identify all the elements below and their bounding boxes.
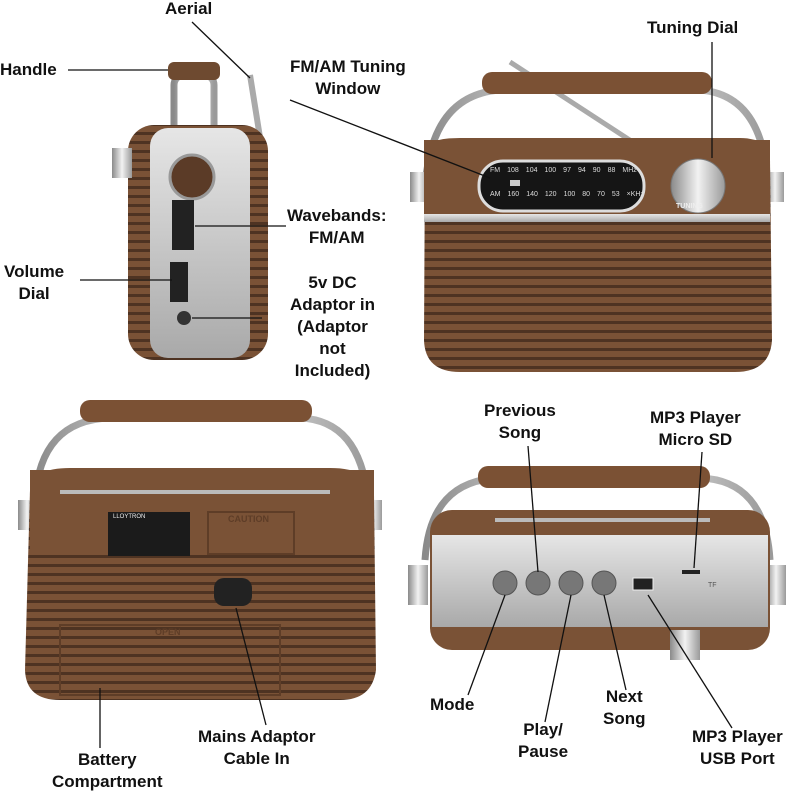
label-line: Included) — [294, 361, 371, 380]
next-button — [591, 570, 617, 596]
radio-front-view — [410, 59, 784, 372]
usb-port — [632, 577, 654, 591]
label-line: Play/ — [523, 720, 563, 739]
label-tuning-dial: Tuning Dial — [647, 18, 739, 37]
micro-sd-slot — [682, 570, 700, 574]
dc-jack — [177, 311, 191, 325]
label-line: Micro SD — [658, 430, 733, 449]
am-band-label: AM — [490, 191, 501, 198]
label-line: Mains Adaptor — [198, 727, 316, 746]
scale-mark: 80 — [582, 191, 591, 198]
label-line: FM/AM Tuning — [290, 57, 406, 76]
caution-text: CAUTION — [228, 514, 269, 524]
scale-mark: 90 — [592, 167, 601, 174]
label-line: Adaptor in — [290, 295, 375, 314]
scale-mark: 100 — [563, 191, 576, 198]
brand-text: LLOYTRON — [113, 514, 146, 520]
fm-unit: MHz — [622, 167, 637, 174]
label-play-pause: Play/Pause — [518, 719, 568, 763]
scale-mark: 160 — [507, 191, 520, 198]
caution-panel — [207, 511, 295, 555]
leader-lines — [68, 21, 733, 748]
fm-band-label: FM — [490, 167, 501, 174]
radio-top-view — [408, 466, 786, 660]
previous-button — [525, 570, 551, 596]
label-aerial: Aerial — [165, 0, 213, 18]
side-knob — [168, 153, 216, 201]
scale-mark: 104 — [525, 167, 538, 174]
play-pause-button — [558, 570, 584, 596]
waveband-switch — [172, 200, 194, 250]
am-unit: ×KHz — [626, 191, 644, 198]
fm-scale: FM 108 104 100 97 94 90 88 MHz — [490, 167, 637, 174]
scale-mark: 94 — [577, 167, 586, 174]
side-handle-grip — [168, 62, 220, 80]
label-line: Song — [498, 423, 542, 442]
label-line: Pause — [518, 742, 569, 761]
label-line: not — [319, 339, 346, 358]
label-line: MP3 Player — [650, 408, 741, 427]
scale-mark: 140 — [526, 191, 538, 198]
label-line: MP3 Player — [692, 727, 783, 746]
scale-mark: 97 — [563, 167, 571, 174]
battery-cover — [59, 624, 281, 696]
label-wavebands: Wavebands: FM/AM — [287, 205, 387, 249]
label-line: Song — [603, 709, 646, 728]
label-line: Previous — [484, 401, 556, 420]
label-line: Cable In — [223, 749, 290, 768]
tuning-pointer — [510, 180, 520, 186]
label-line: 5v DC — [308, 273, 357, 292]
label-handle: Handle — [0, 60, 57, 79]
label-line: Next — [605, 687, 643, 706]
label-line: FM/AM — [308, 228, 365, 247]
volume-dial-wheel — [170, 262, 188, 302]
tuning-window — [477, 159, 646, 213]
spec-label — [108, 512, 190, 556]
radio-back-view — [18, 400, 382, 700]
mains-socket — [214, 578, 252, 606]
label-line: (Adaptor — [297, 317, 368, 336]
label-line: Compartment — [52, 772, 163, 791]
label-line: Wavebands: — [287, 206, 387, 225]
tf-text: TF — [708, 582, 717, 589]
label-line: Volume — [4, 262, 65, 281]
label-mode: Mode — [430, 695, 475, 714]
scale-mark: 70 — [597, 191, 605, 198]
mode-button — [492, 570, 518, 596]
scale-mark: 100 — [544, 167, 557, 174]
tuning-dial-knob — [670, 158, 726, 214]
scale-mark: 120 — [544, 191, 557, 198]
label-line: Battery — [77, 750, 137, 769]
scale-mark: 88 — [607, 167, 616, 174]
am-scale: AM 160 140 120 100 80 70 53 ×KHz — [490, 191, 644, 198]
open-text: OPEN — [155, 627, 181, 637]
tuning-text: TUNING — [676, 203, 703, 210]
label-line: Dial — [18, 284, 50, 303]
label-line: Window — [315, 79, 381, 98]
control-buttons — [492, 570, 700, 596]
label-line: USB Port — [700, 749, 775, 768]
radio-side-view — [112, 62, 268, 360]
scale-mark: 53 — [611, 191, 620, 198]
scale-mark: 108 — [507, 167, 519, 174]
